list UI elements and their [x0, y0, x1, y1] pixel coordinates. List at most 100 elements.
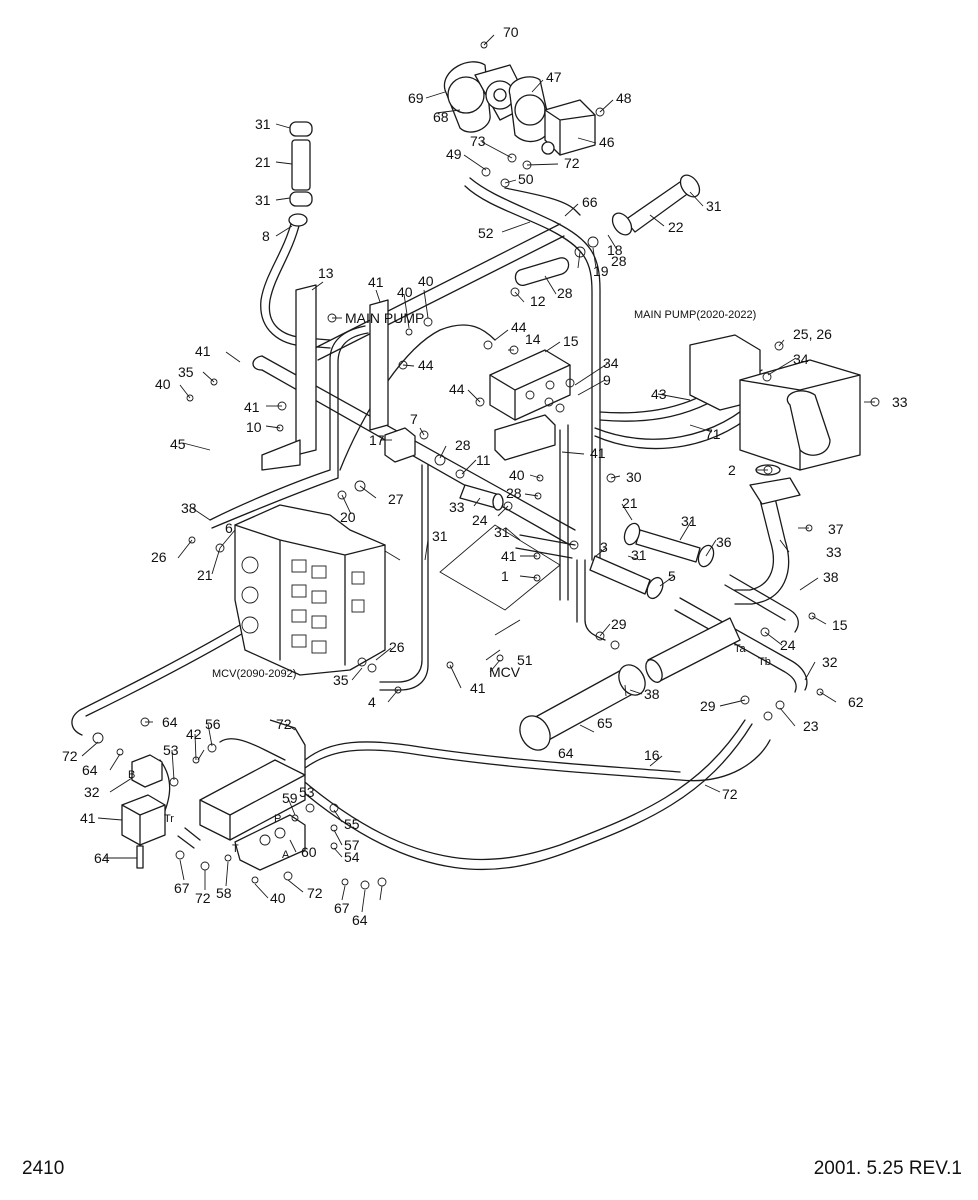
callout-39: 25, 26: [793, 326, 832, 342]
callout-64: 53: [163, 742, 179, 758]
callout-40: MAIN PUMP: [345, 310, 424, 326]
callout-36: 37: [828, 521, 844, 537]
callout-44: 34: [603, 355, 619, 371]
callout-9: 43: [651, 386, 667, 402]
callout-22: 22: [668, 219, 684, 235]
callout-1: 31: [432, 528, 448, 544]
callout-30: 2: [728, 462, 736, 478]
mcv-note: MCV(2090-2092): [212, 668, 296, 680]
port-ta-label: Ta: [734, 643, 747, 655]
callout-67: 64: [352, 912, 368, 928]
callout-45: 7: [410, 411, 418, 427]
callout-42: 72: [62, 748, 78, 764]
callout-7: 17: [369, 432, 385, 448]
callout-31: 18: [607, 242, 623, 258]
main-pump-note: MAIN PUMP(2020-2022): [634, 309, 756, 321]
callout-29: 24: [780, 637, 796, 653]
callout-14: 15: [563, 333, 579, 349]
callout-34: 44: [511, 319, 527, 335]
callout-67: 72: [195, 890, 211, 906]
callout-44: 44: [449, 381, 465, 397]
callout-2: 38: [181, 500, 197, 516]
callout-31: 3: [600, 539, 608, 555]
callout-47: 47: [546, 69, 562, 85]
callout-40: 44: [418, 357, 434, 373]
callout-20: 33: [449, 499, 465, 515]
callout-24: 6: [225, 520, 233, 536]
callout-55: 41: [80, 810, 96, 826]
callout-31: 21: [622, 495, 638, 511]
callout-72: 67: [334, 900, 350, 916]
callout-11: 41: [590, 445, 606, 461]
callout-21: 31: [681, 513, 697, 529]
callout-33: 41: [244, 399, 260, 415]
callout-34: 9: [603, 372, 611, 388]
callout-40: 30: [626, 469, 642, 485]
callout-72: 58: [216, 885, 232, 901]
pipes: [71, 177, 808, 871]
callout-28: 24: [472, 512, 488, 528]
callout-28: 11: [476, 452, 491, 468]
callout-41: MCV: [489, 664, 521, 680]
revision-date: 2001. 5.25 REV.1: [814, 1158, 962, 1179]
callout-13: 41: [368, 274, 384, 290]
callout-17: 28: [455, 437, 471, 453]
port-labels: Ta Tb Tr P T A B: [128, 643, 771, 861]
callout-29: 23: [803, 718, 819, 734]
callout-64: 56: [205, 716, 221, 732]
callout-31: 31: [255, 116, 271, 132]
callout-8: 8: [262, 228, 270, 244]
callout-35: 41: [470, 680, 486, 696]
callout-16: 32: [84, 784, 100, 800]
callout-64: 67: [174, 880, 190, 896]
callout-15: 41: [195, 343, 211, 359]
callout-41: 40: [509, 467, 525, 483]
callout-35: 40: [155, 376, 171, 392]
callout-24: 26: [389, 639, 405, 655]
callout-48: 48: [616, 90, 632, 106]
callout-71: 45: [170, 436, 186, 452]
callout-33: 28: [506, 485, 522, 501]
callout-37: 4: [368, 694, 376, 710]
callout-31: 5: [668, 568, 676, 584]
leader-lines: [81, 34, 875, 913]
port-tr-label: Tr: [164, 813, 174, 825]
callout-31: 31: [706, 198, 722, 214]
callout-41: 1: [501, 568, 509, 584]
callout-54: 64: [94, 850, 110, 866]
callout-31: 36: [716, 534, 732, 550]
callout-4: 32: [822, 654, 838, 670]
callout-43: 33: [892, 394, 908, 410]
callout-41: 10: [246, 419, 262, 435]
callout-64: 53: [299, 784, 315, 800]
port-b-label: B: [128, 769, 135, 781]
callout-33: 41: [501, 548, 517, 564]
callout-72: 59: [282, 790, 298, 806]
callout-32: 38: [644, 686, 660, 702]
page-number: 2410: [22, 1158, 64, 1179]
callout-25-26: 34: [793, 351, 809, 367]
port-p-label: P: [274, 813, 281, 825]
callout-41: 40: [397, 284, 413, 300]
port-a-label: A: [282, 849, 290, 861]
callout-40: 72: [307, 885, 323, 901]
callout-44: 14: [525, 331, 541, 347]
callout-38: 15: [832, 617, 848, 633]
callout-19: 28: [557, 285, 573, 301]
callout-56: 72: [276, 716, 292, 732]
callout-50: 50: [518, 171, 534, 187]
callout-38: 27: [388, 491, 404, 507]
callout-57: 60: [301, 844, 317, 860]
callout-28: 12: [530, 293, 546, 309]
callout-27: 20: [340, 509, 356, 525]
callout-60: 54: [344, 849, 360, 865]
callout-37: 26: [151, 549, 167, 565]
callout-59: 55: [344, 816, 360, 832]
callout-3: 33: [826, 544, 842, 560]
callout-70: 70: [503, 24, 519, 40]
callout-72: 64: [82, 762, 98, 778]
callout-68: 68: [433, 109, 449, 125]
callout-49: 49: [446, 146, 462, 162]
callout-58: 40: [270, 890, 286, 906]
callout-12: 13: [318, 265, 334, 281]
